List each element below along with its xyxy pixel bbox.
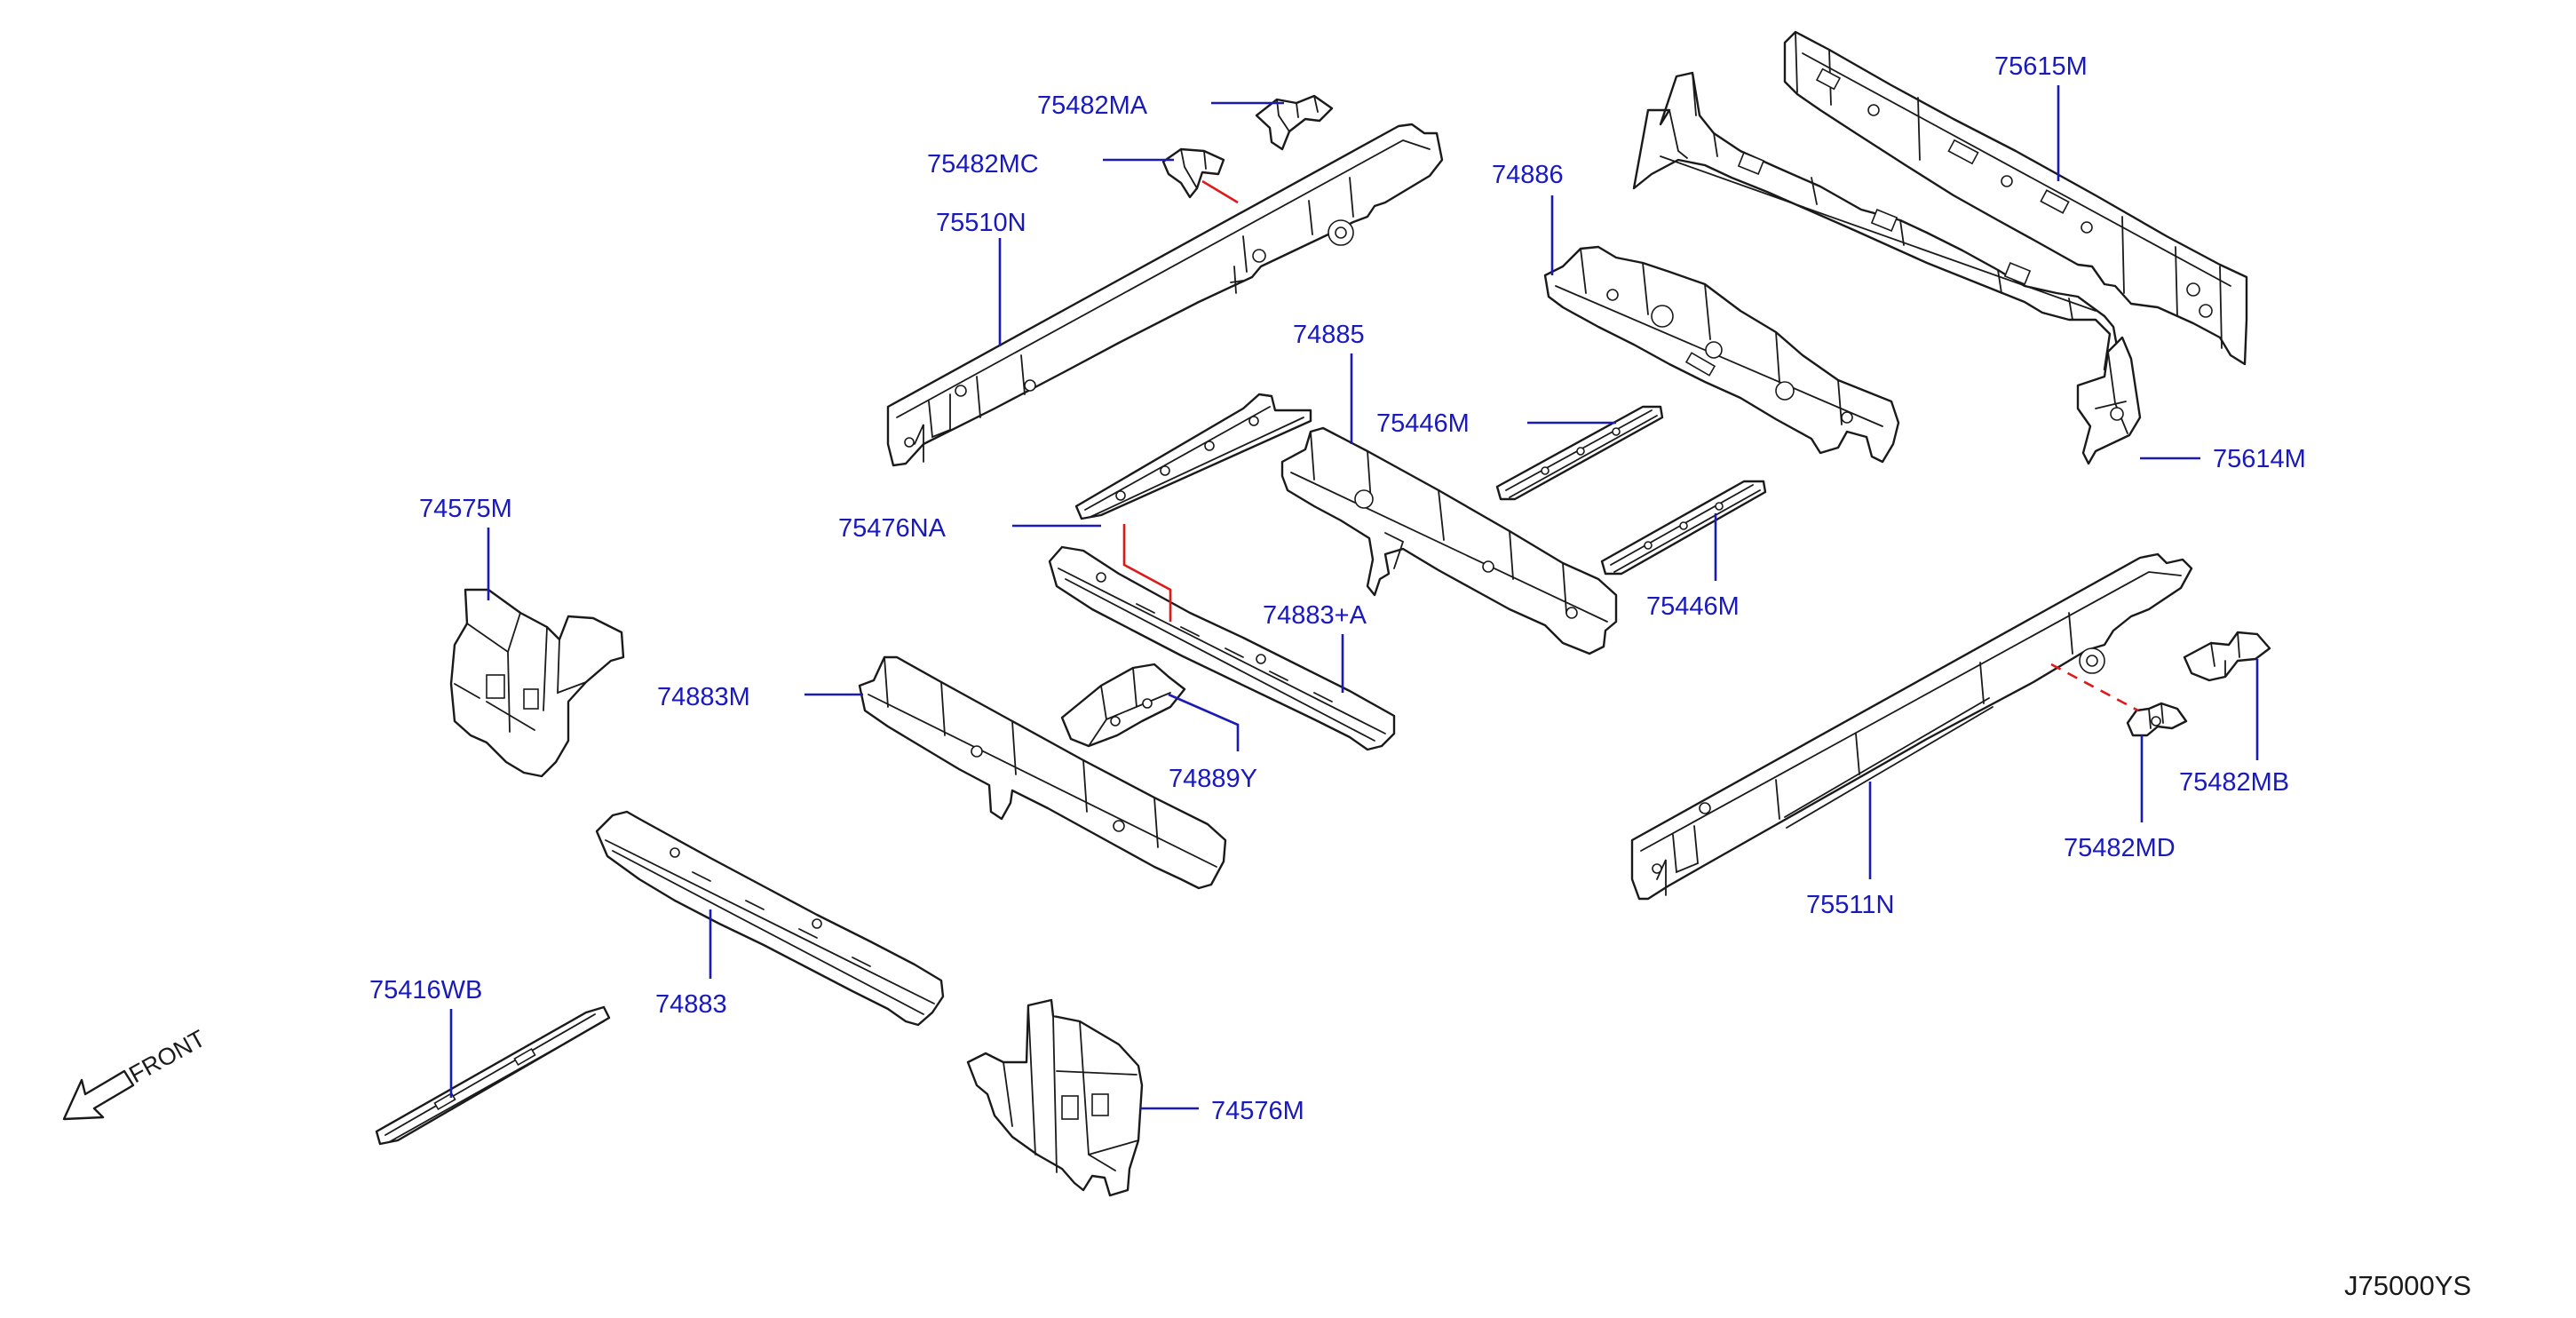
- label-74575M: 74575M: [419, 495, 512, 523]
- part-74889Y: [1060, 663, 1186, 748]
- part-74883M: [858, 655, 1227, 890]
- parts-layer: [375, 30, 2271, 1197]
- label-74889Y: 74889Y: [1169, 765, 1257, 793]
- link-75482MD: [2050, 663, 2139, 712]
- link-75482MC: [1201, 179, 1239, 204]
- part-75482MA: [1255, 94, 1334, 151]
- part-74883plusA: [1048, 545, 1396, 751]
- link-75476NA: [1122, 524, 1172, 622]
- label-75416WB: 75416WB: [369, 976, 482, 1004]
- part-75510N: [886, 123, 1444, 467]
- part-75482MB: [2183, 631, 2271, 682]
- label-75482MC: 75482MC: [927, 150, 1039, 179]
- label-74576M: 74576M: [1211, 1097, 1304, 1125]
- label-75482MA: 75482MA: [1037, 91, 1148, 120]
- leader-74889Y: [1168, 693, 1240, 751]
- label-75510N: 75510N: [936, 209, 1026, 237]
- label-75446M-lower: 75446M: [1646, 592, 1740, 621]
- label-74883M: 74883M: [657, 683, 750, 711]
- label-75615M: 75615M: [1994, 52, 2088, 81]
- diagram-code: J75000YS: [2344, 1270, 2471, 1301]
- part-75615M: [1783, 30, 2248, 366]
- label-74885: 74885: [1293, 321, 1365, 349]
- part-75482MD: [2126, 702, 2188, 737]
- part-74885: [1280, 426, 1618, 655]
- leaders-layer: [449, 85, 2259, 1110]
- label-74886: 74886: [1492, 161, 1564, 189]
- front-arrow-icon: [62, 1069, 135, 1121]
- label-75614M: 75614M: [2213, 445, 2306, 473]
- part-74575M: [449, 588, 625, 778]
- labels-layer: 75482MA 75482MC 75510N 74886 75615M 7488…: [369, 52, 2306, 1125]
- label-75482MB: 75482MB: [2179, 768, 2289, 797]
- part-75614M: [1632, 71, 2142, 465]
- part-74886: [1543, 245, 1900, 464]
- part-75476NA: [1074, 393, 1312, 520]
- part-75511N: [1630, 552, 2193, 901]
- front-label: FRONT: [124, 1025, 210, 1088]
- label-75482MD: 75482MD: [2064, 834, 2176, 862]
- part-74576M: [966, 998, 1144, 1197]
- part-74883: [595, 810, 945, 1027]
- label-75446M-upper: 75446M: [1376, 409, 1470, 438]
- front-indicator: FRONT: [62, 1025, 210, 1121]
- label-74883plusA: 74883+A: [1263, 601, 1367, 630]
- label-75476NA: 75476NA: [838, 514, 947, 543]
- part-75416WB: [375, 1005, 611, 1146]
- part-75446M-lower: [1600, 480, 1767, 576]
- label-74883: 74883: [655, 990, 727, 1019]
- part-75482MC: [1161, 147, 1225, 199]
- label-75511N: 75511N: [1806, 891, 1894, 919]
- part-75446M-upper: [1495, 405, 1664, 501]
- links-layer: [1122, 179, 2139, 712]
